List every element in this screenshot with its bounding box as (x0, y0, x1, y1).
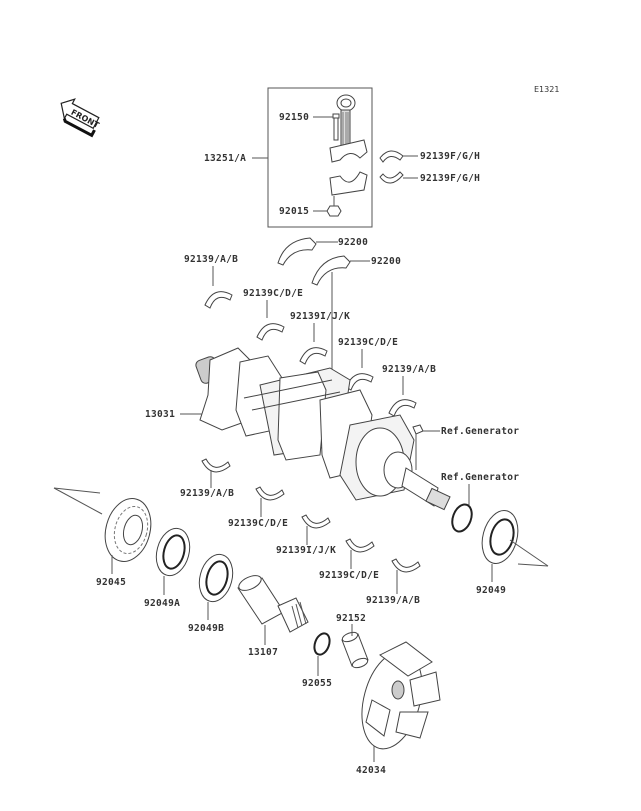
label-coupling-shaft: 13107 (248, 647, 278, 658)
label-conrod-nut: 92015 (279, 206, 309, 217)
connecting-rod (329, 94, 368, 196)
label-coupling: 42034 (356, 765, 386, 776)
label-upper-ab-right: 92139/A/B (382, 364, 436, 375)
label-bearing: 92045 (96, 577, 126, 588)
conrod-bearing-upper (379, 150, 404, 163)
label-upper-cde-right: 92139C/D/E (338, 337, 398, 348)
o-ring (313, 632, 331, 656)
collar (341, 631, 369, 669)
label-lower-ijk: 92139I/J/K (276, 545, 336, 556)
thrust-washer-2 (311, 255, 351, 286)
woodruff-key (412, 424, 424, 435)
label-seal-right: 92049 (476, 585, 506, 596)
label-thrust-2: 92200 (371, 256, 401, 267)
main-bearing-upper-1 (204, 291, 233, 309)
label-upper-ijk: 92139I/J/K (290, 311, 350, 322)
label-seal-b: 92049B (188, 623, 224, 634)
conrod-bearing-lower (379, 171, 404, 184)
main-bearing-upper-2 (256, 323, 285, 341)
label-seal-a: 92049A (144, 598, 180, 609)
label-ref-generator-2: Ref.Generator (441, 472, 519, 483)
main-bearing-lower-4 (345, 538, 375, 553)
label-crankshaft: 13031 (145, 409, 175, 420)
label-conrod-bearing-2: 92139F/G/H (420, 173, 480, 184)
crankshaft (195, 347, 451, 511)
label-upper-cde-left: 92139C/D/E (243, 288, 303, 299)
front-direction-icon: FRONT (60, 98, 101, 138)
label-lower-ab-right: 92139/A/B (366, 595, 420, 606)
oil-seal (481, 510, 549, 567)
label-collar: 92152 (336, 613, 366, 624)
label-ref-generator-1: Ref.Generator (441, 426, 519, 437)
main-bearing-lower-5 (391, 558, 421, 573)
ball-bearing (53, 487, 152, 562)
label-conrod-assembly: 13251/A (204, 153, 246, 164)
label-o-ring: 92055 (302, 678, 332, 689)
ring (451, 503, 473, 533)
diagram-code: E1321 (534, 85, 559, 94)
oil-seal-b (198, 553, 234, 603)
label-upper-ab-left: 92139/A/B (184, 254, 238, 265)
main-bearing-lower-1 (201, 458, 231, 473)
main-bearing-upper-3 (299, 347, 328, 365)
label-conrod-bearing-1: 92139F/G/H (420, 151, 480, 162)
label-lower-cde-left: 92139C/D/E (228, 518, 288, 529)
main-bearing-upper-4 (345, 373, 374, 391)
oil-seal-a (155, 527, 191, 577)
coupling (361, 641, 441, 750)
main-bearing-lower-2 (255, 486, 285, 501)
label-lower-cde-right: 92139C/D/E (319, 570, 379, 581)
main-bearing-lower-3 (301, 514, 331, 529)
coupling-shaft (237, 575, 309, 633)
label-lower-ab-left: 92139/A/B (180, 488, 234, 499)
conrod-bolt (332, 113, 340, 141)
conrod-nut (326, 196, 342, 217)
thrust-washer-1 (277, 237, 317, 266)
main-bearing-upper-5 (388, 399, 417, 417)
label-thrust-1: 92200 (338, 237, 368, 248)
label-conrod-bolt: 92150 (279, 112, 309, 123)
